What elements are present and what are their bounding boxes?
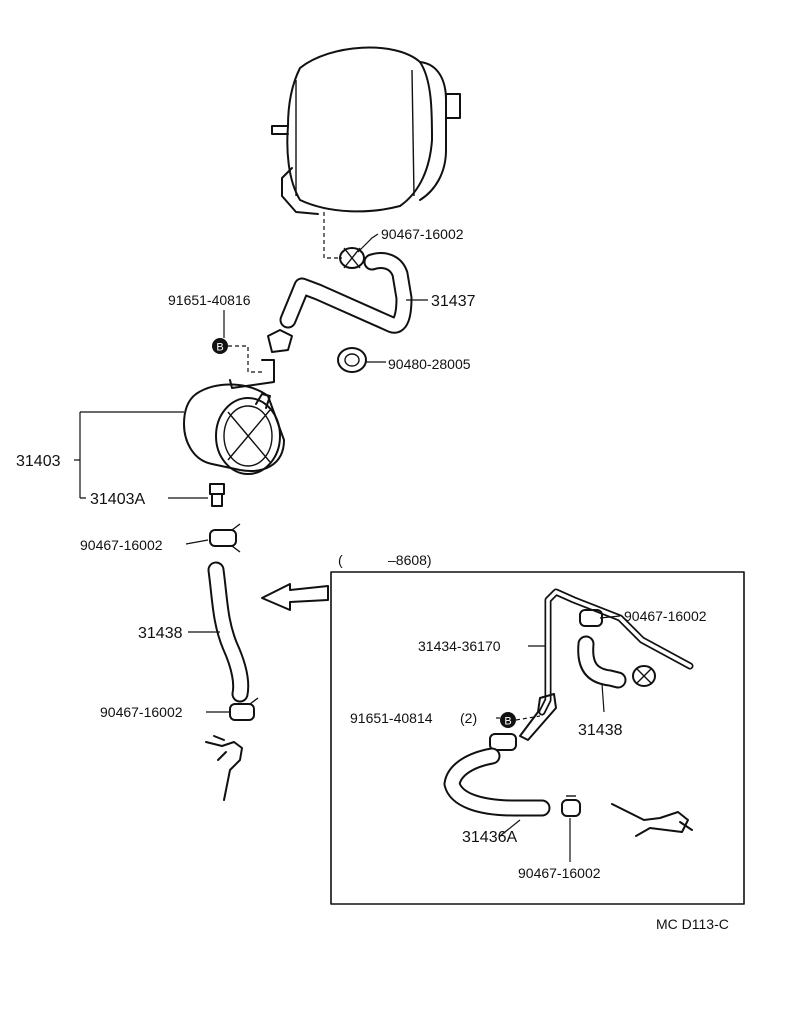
- brake-booster: [271, 46, 461, 215]
- leader-lines: [74, 233, 621, 862]
- check-valve-left: [205, 735, 243, 801]
- inset-clip-bottom: [561, 795, 581, 817]
- inset-check-valve: [611, 803, 693, 837]
- bolt-marker-inset-letter: B: [504, 716, 511, 728]
- bolt-marker-letter: B: [216, 342, 223, 354]
- bolt-marker-inset: B: [500, 712, 516, 728]
- label-fitting: 31403A: [90, 491, 145, 508]
- hose-clip-mid: [209, 523, 241, 553]
- label-inset-bolt-qty: (2): [460, 710, 477, 726]
- label-inset-pipe: 31434-36170: [418, 638, 501, 654]
- hose-clip-top: [339, 247, 365, 269]
- inset-pipe-bracket: [519, 693, 557, 741]
- vacuum-tank-31403: [183, 383, 285, 475]
- label-hose-top: 31437: [431, 293, 476, 310]
- label-inset-clip-top: 90467-16002: [624, 608, 707, 624]
- inset-bolt-leader: [515, 715, 541, 721]
- label-clip-top: 90467-16002: [381, 226, 464, 242]
- bolt-dashed-leader: [228, 345, 262, 373]
- hose-31438-left: [207, 561, 250, 703]
- grommet-90480-28005: [337, 347, 367, 373]
- label-inset-hose-right: 31438: [578, 722, 623, 739]
- label-clip-mid: 90467-16002: [80, 537, 163, 553]
- inset-clip-valve: [632, 665, 656, 687]
- inset-hose-31436A: [443, 747, 551, 817]
- inset-pipe-31434-36170: [538, 588, 694, 716]
- label-inset-range-open: (: [338, 552, 343, 568]
- booster-vacuum-port-line: [323, 212, 342, 259]
- inset-arrow: [261, 583, 329, 611]
- small-clip-bracket: [267, 329, 293, 353]
- label-hose-left: 31438: [138, 625, 183, 642]
- inset-box: [330, 571, 745, 905]
- label-inset-range-to: –8608): [388, 552, 432, 568]
- label-tank: 31403: [16, 453, 61, 470]
- label-grommet: 90480-28005: [388, 356, 471, 372]
- label-inset-bolt: 91651-40814: [350, 710, 433, 726]
- label-bolt-bracket: 91651-40816: [168, 292, 251, 308]
- label-inset-hose-bottom: 31436A: [462, 829, 517, 846]
- inset-clip-hose: [489, 733, 517, 751]
- label-figure-code: MC D113-C: [656, 916, 729, 932]
- label-inset-clip-bottom: 90467-16002: [518, 865, 601, 881]
- label-clip-low: 90467-16002: [100, 704, 183, 720]
- bolt-marker-main: B: [212, 338, 228, 354]
- fitting-31403A: [209, 483, 225, 507]
- hose-31437: [279, 252, 413, 334]
- inset-hose-31438: [577, 635, 627, 689]
